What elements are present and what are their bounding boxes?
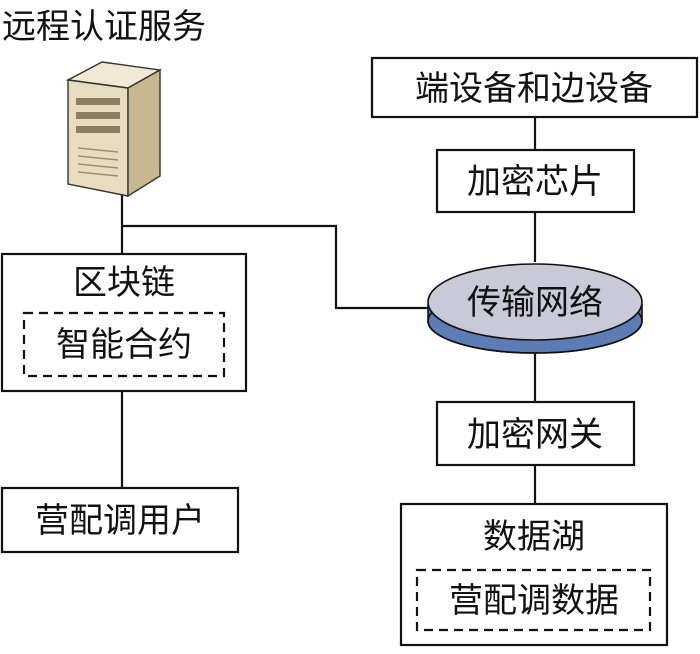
link-server-network (122, 224, 430, 310)
dispatch-users-label: 营配调用户 (35, 501, 205, 541)
transport-network-label: 传输网络 (467, 283, 603, 323)
server-vent-3 (77, 163, 119, 169)
encryption-gateway-label: 加密网关 (467, 415, 603, 455)
server-drive-bay-3 (76, 126, 120, 133)
server-front (67, 79, 129, 197)
smart-contract-label: 智能合约 (56, 325, 192, 365)
connectors (120, 117, 537, 504)
edge-devices-label: 端设备和边设备 (415, 69, 653, 109)
encryption-gateway-box (435, 400, 636, 467)
server-icon (65, 61, 163, 198)
dispatch-data-box (415, 568, 652, 632)
server-vent-2 (77, 155, 119, 161)
server-vent-1 (77, 147, 119, 153)
encryption-chip-label: 加密芯片 (467, 162, 603, 202)
dispatch-users-box (0, 486, 240, 554)
server-drive-bay-2 (76, 112, 120, 119)
transport-network-disk: 传输网络 (427, 263, 643, 354)
smart-contract-box (22, 311, 226, 378)
server-vent-4 (77, 171, 119, 177)
remote-auth-label: 远程认证服务 (2, 7, 206, 47)
server-drive-bay-1 (76, 98, 120, 105)
encryption-chip-box (435, 148, 636, 214)
network-disk-top (427, 263, 643, 341)
server-side (127, 68, 161, 198)
edge-devices-box (370, 56, 699, 119)
blockchain-label: 区块链 (73, 263, 175, 303)
dispatch-data-label: 营配调数据 (449, 581, 619, 621)
data-lake-label: 数据湖 (483, 517, 585, 557)
